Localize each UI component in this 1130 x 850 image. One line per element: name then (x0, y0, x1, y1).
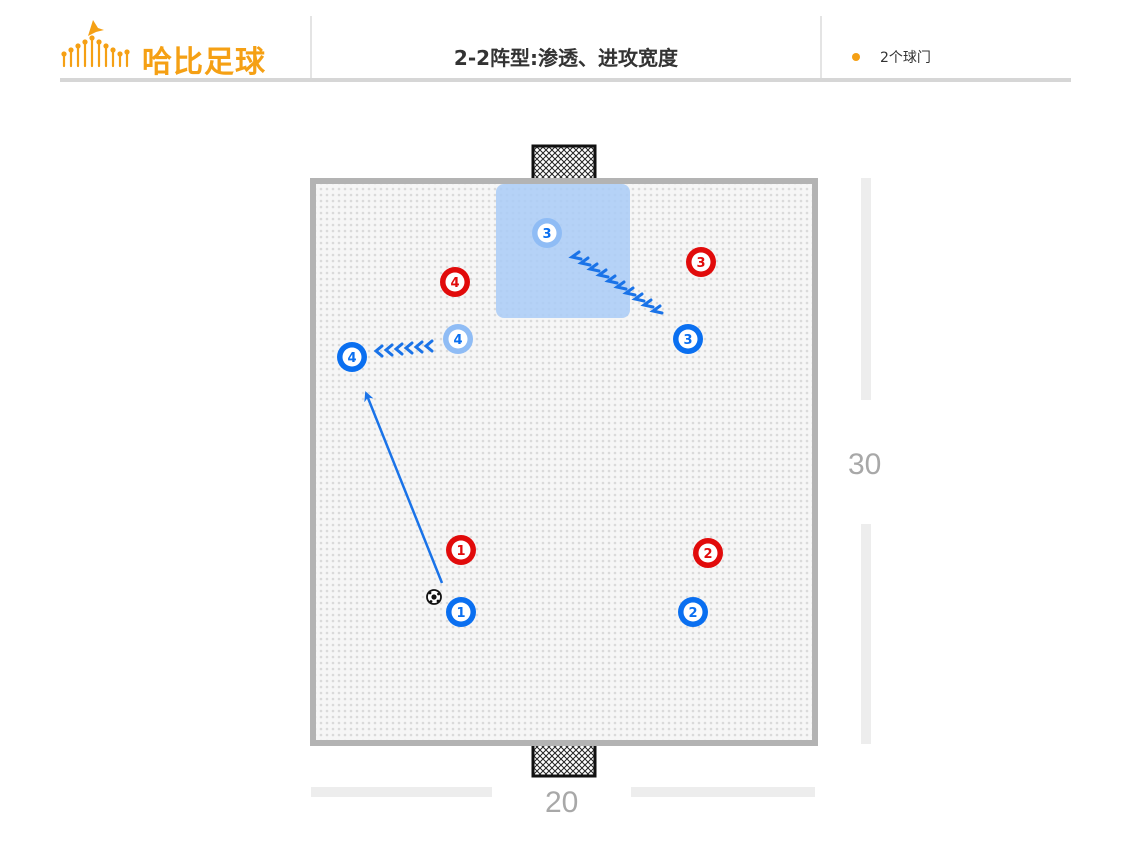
goals-note: 2个球门 (852, 46, 931, 68)
red-player-1: 1 (446, 535, 476, 565)
red-player-2: 2 (693, 538, 723, 568)
player-number: 4 (453, 333, 462, 348)
player-number: 3 (542, 227, 551, 242)
player-number: 3 (696, 256, 705, 271)
bullet-dot-icon (852, 53, 860, 61)
player-number: 1 (456, 544, 465, 559)
player-number: 1 (456, 606, 465, 621)
red-player-4: 4 (440, 267, 470, 297)
goals-note-text: 2个球门 (880, 50, 931, 66)
header-divider (820, 16, 822, 78)
blue-player-1: 1 (446, 597, 476, 627)
logo-text: 哈比足球 (142, 45, 266, 80)
width-dimension-bar (631, 787, 815, 797)
player-number: 2 (688, 606, 697, 621)
length-dimension-bar (861, 178, 871, 400)
player-number: 4 (347, 351, 356, 366)
width-dimension-label: 20 (545, 786, 579, 819)
target-zone (496, 184, 630, 318)
red-player-3: 3 (686, 247, 716, 277)
length-dimension-bar (861, 524, 871, 744)
blue-player-3-start: 3 (673, 324, 703, 354)
player-number: 2 (703, 547, 712, 562)
header-rule (60, 78, 1071, 82)
run-path-player-4 (373, 339, 434, 358)
logo: 哈比足球 (60, 14, 290, 80)
blue-player-3-destination: 3 (532, 218, 562, 248)
bottom-goal (531, 742, 597, 778)
blue-player-2: 2 (678, 597, 708, 627)
run-path-player-3 (568, 250, 664, 315)
trumpet-logo-icon (61, 20, 130, 68)
pass-arrow (364, 391, 444, 584)
width-dimension-bar (311, 787, 492, 797)
player-number: 3 (683, 333, 692, 348)
player-number: 4 (450, 276, 459, 291)
top-goal (531, 144, 597, 182)
blue-player-4-start: 4 (443, 324, 473, 354)
soccer-ball-icon (426, 589, 442, 605)
page-title: 2-2阵型:渗透、进攻宽度 (453, 46, 679, 70)
length-dimension-label: 30 (848, 448, 882, 481)
blue-player-4-destination: 4 (337, 342, 367, 372)
header-divider (310, 16, 312, 78)
